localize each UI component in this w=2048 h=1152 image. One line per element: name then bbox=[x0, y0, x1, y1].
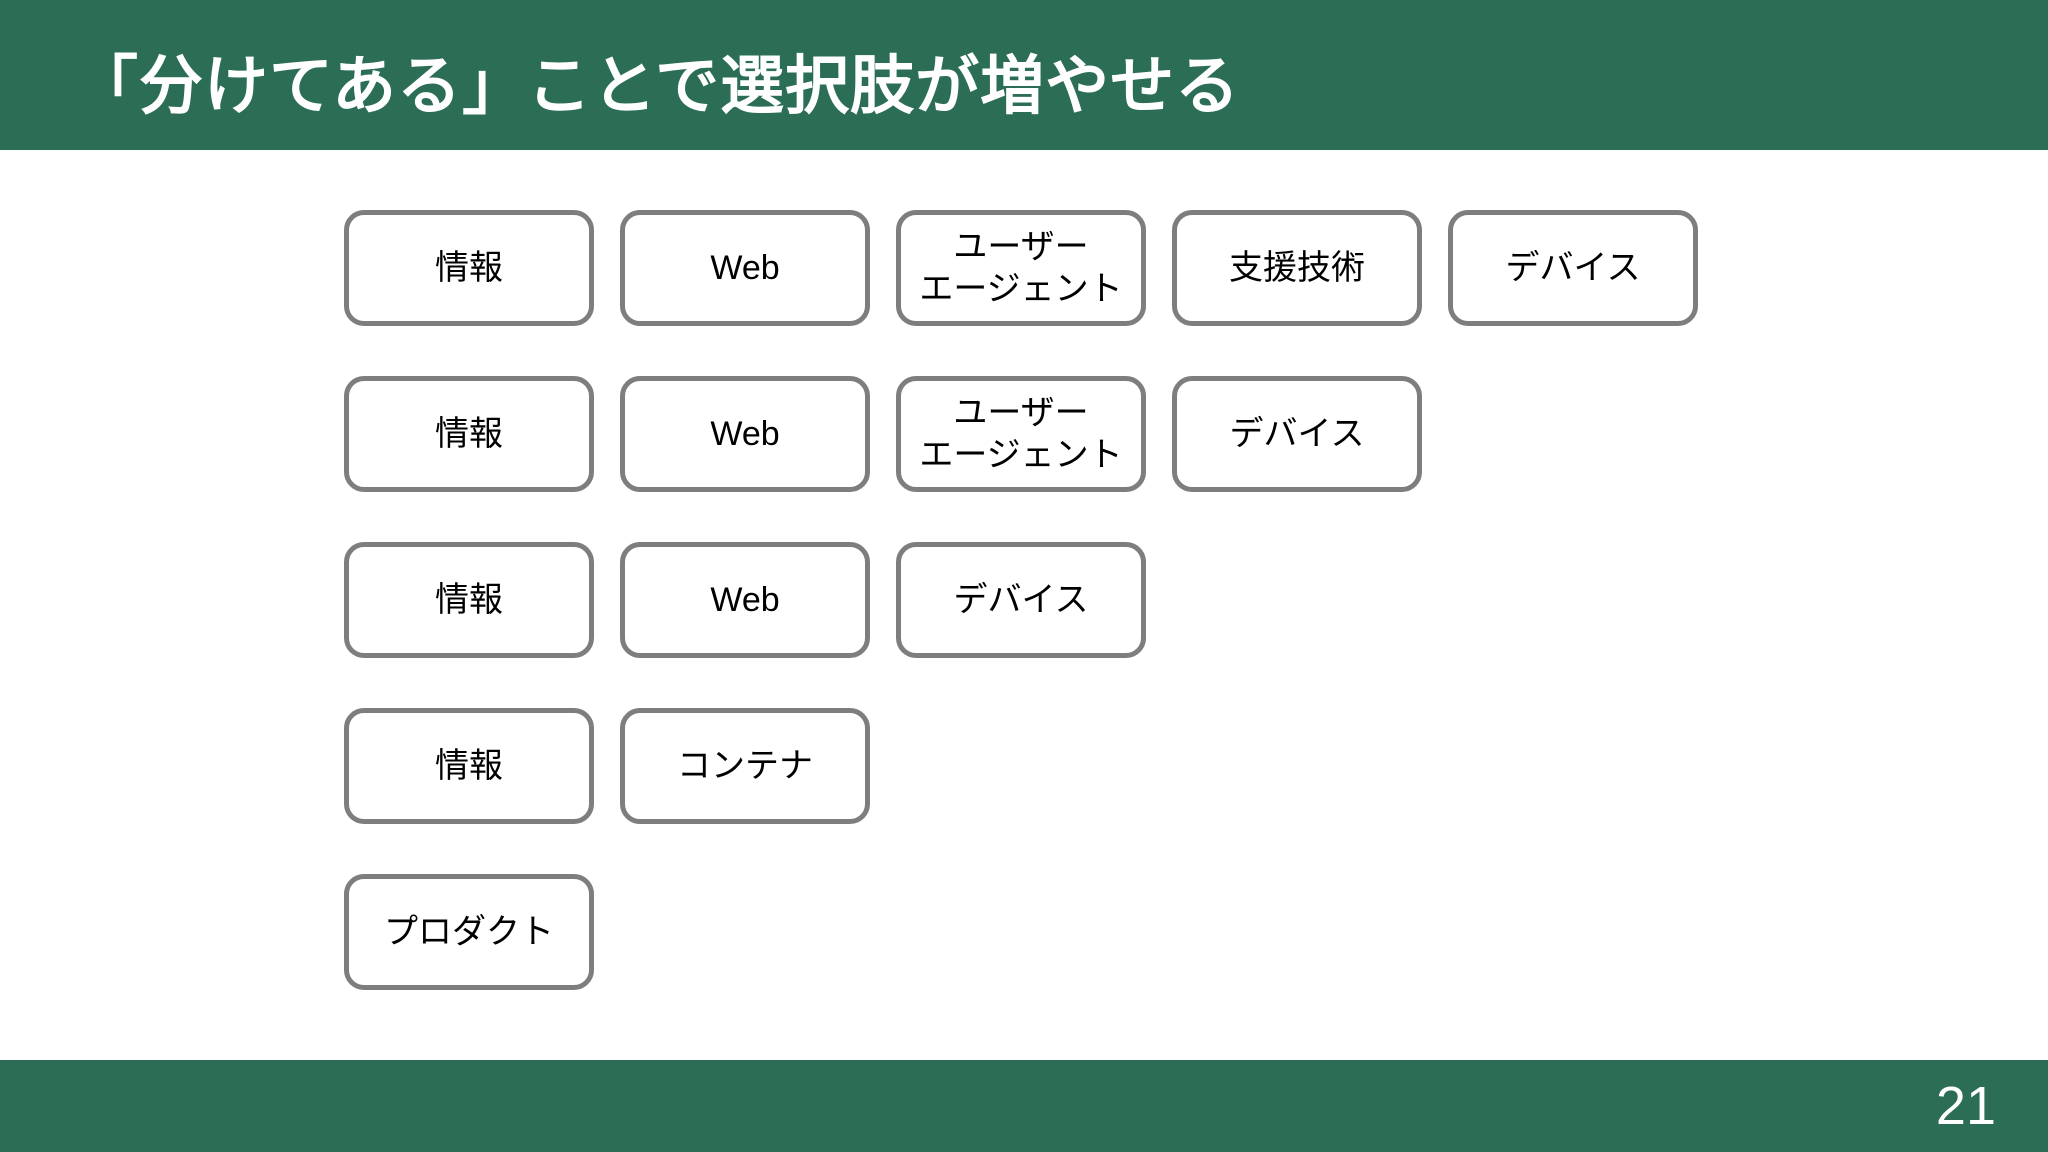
layer-row-5: プロダクト bbox=[344, 874, 1698, 990]
layer-box: Web bbox=[620, 376, 870, 492]
slide-footer: 21 bbox=[0, 1060, 2048, 1152]
layer-row-1: 情報 Web ユーザー エージェント 支援技術 デバイス bbox=[344, 210, 1698, 326]
slide-title: 「分けてある」ことで選択肢が増やせる bbox=[74, 50, 1241, 122]
page-number: 21 bbox=[1935, 1076, 1996, 1136]
layer-box: コンテナ bbox=[620, 708, 870, 824]
layer-box: Web bbox=[620, 542, 870, 658]
layer-box: デバイス bbox=[1448, 210, 1698, 326]
layer-box: ユーザー エージェント bbox=[896, 210, 1146, 326]
layer-box: 情報 bbox=[344, 542, 594, 658]
layer-box: プロダクト bbox=[344, 874, 594, 990]
layer-box: ユーザー エージェント bbox=[896, 376, 1146, 492]
layer-row-4: 情報 コンテナ bbox=[344, 708, 1698, 824]
layer-box: 情報 bbox=[344, 376, 594, 492]
layer-row-2: 情報 Web ユーザー エージェント デバイス bbox=[344, 376, 1698, 492]
layer-box: 支援技術 bbox=[1172, 210, 1422, 326]
layer-row-3: 情報 Web デバイス bbox=[344, 542, 1698, 658]
layer-box: Web bbox=[620, 210, 870, 326]
layer-diagram: 情報 Web ユーザー エージェント 支援技術 デバイス 情報 Web ユーザー… bbox=[344, 210, 1698, 990]
layer-box: 情報 bbox=[344, 210, 594, 326]
slide-header: 「分けてある」ことで選択肢が増やせる bbox=[0, 0, 2048, 150]
layer-box: デバイス bbox=[896, 542, 1146, 658]
layer-box: 情報 bbox=[344, 708, 594, 824]
layer-box: デバイス bbox=[1172, 376, 1422, 492]
